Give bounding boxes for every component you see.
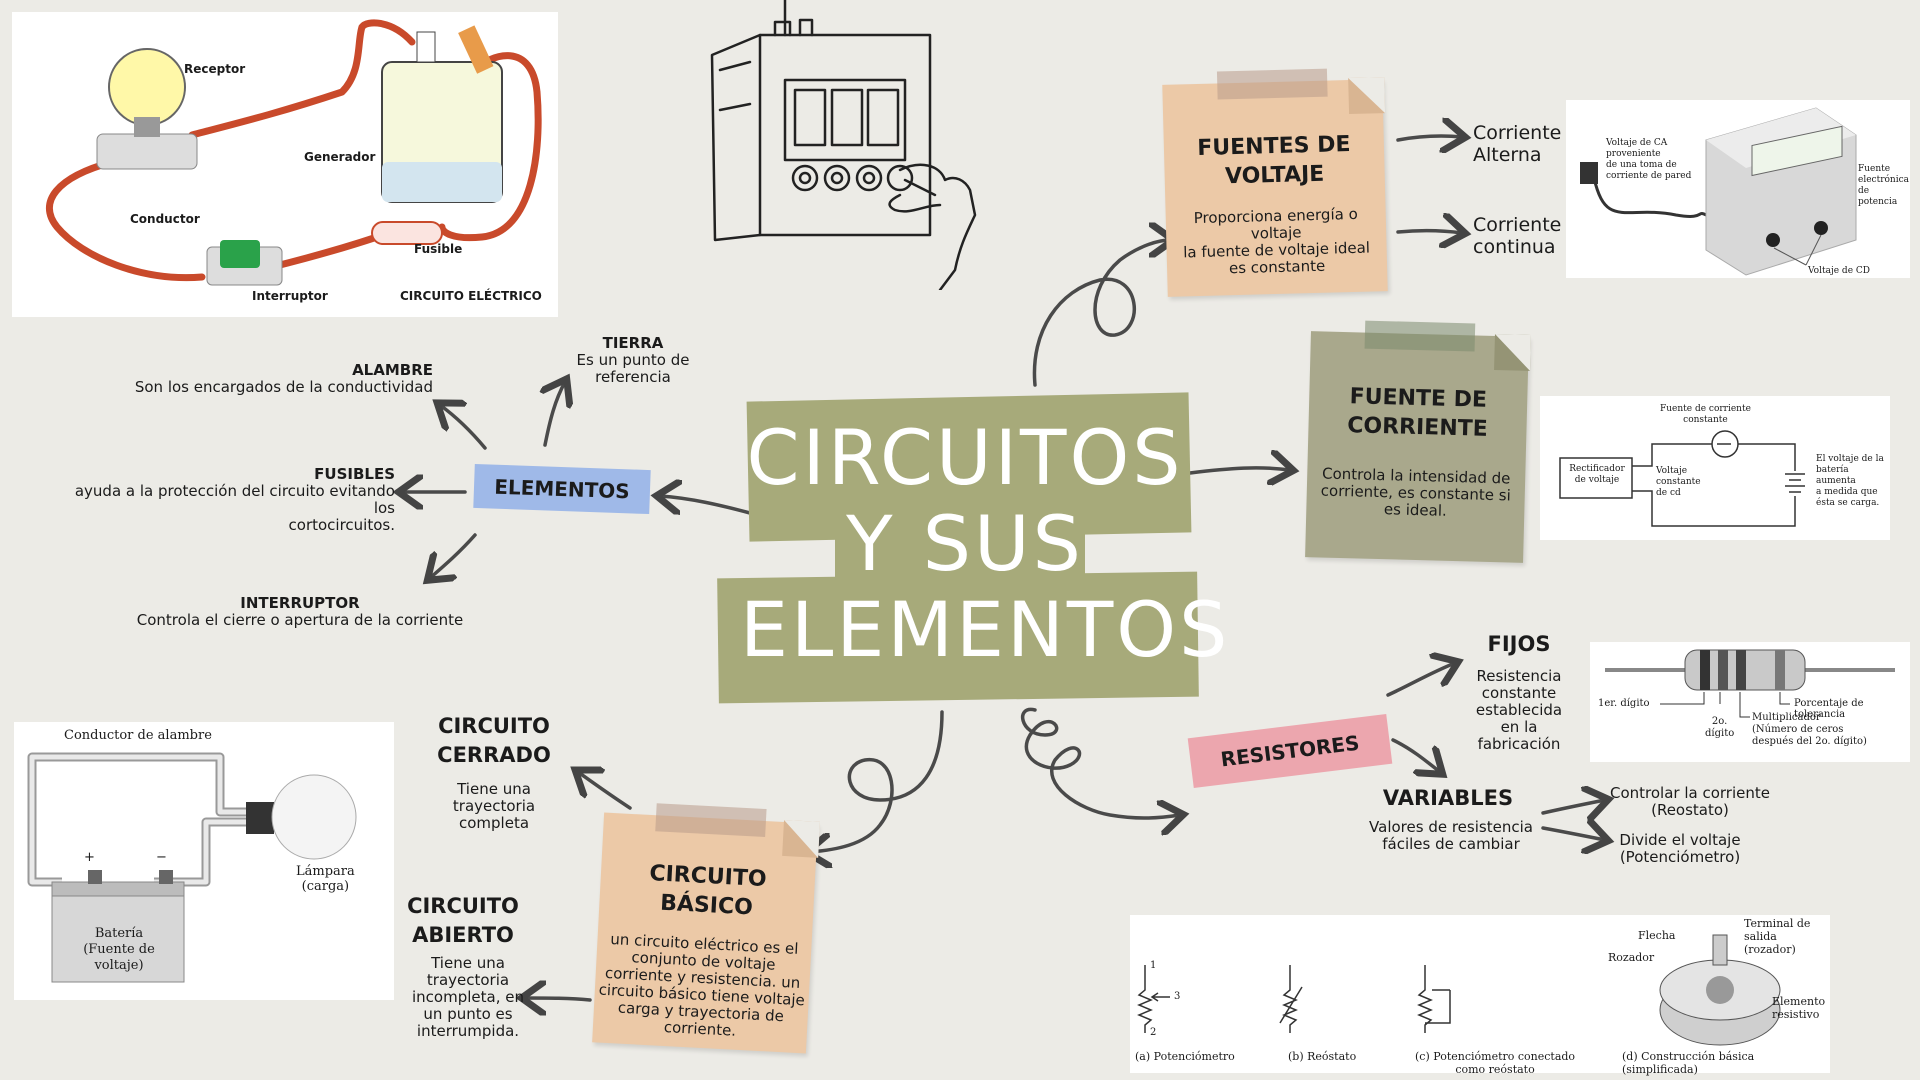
arrow-to-elementos	[660, 496, 752, 513]
battery-plus: +	[84, 850, 95, 865]
potenciometro-desc: Divide el voltaje(Potenciómetro)	[1619, 831, 1741, 866]
resistor-color-bands-illustration: 1er. dígito 2o.dígito Multiplicador(Núme…	[1590, 642, 1910, 762]
title-line-2: Y SUS	[846, 499, 1084, 588]
power-bottom-caption: Voltaje de CD	[1808, 266, 1870, 276]
battery-lamp-circuit-illustration: Conductor de alambre Lámpara(carga) Bate…	[14, 722, 394, 1000]
label-interruptor: Interruptor	[252, 289, 328, 303]
pot-terminal-3: 3	[1174, 991, 1181, 1002]
caption-circuito-electrico: CIRCUITO ELÉCTRICO	[400, 289, 542, 303]
arrow-to-basic	[810, 710, 944, 852]
label-terminal: Terminal de salida (rozador)	[1744, 917, 1811, 956]
title-line-1: CIRCUITOS	[746, 413, 1184, 502]
title-line-3: ELEMENTOS	[740, 585, 1231, 674]
fuse-box-illustration	[710, 0, 977, 290]
second-digit-label: 2o.dígito	[1705, 716, 1735, 739]
variable-resistors-illustration: (a) Potenciómetro (b) Reóstato (c) Poten…	[1130, 915, 1830, 1076]
label-elemento-resistivo: Elemento resistivo	[1772, 995, 1826, 1021]
variables-title: VARIABLES	[1382, 786, 1514, 810]
reostato-desc: Controlar la corriente(Reostato)	[1610, 784, 1770, 819]
label-flecha: Flecha	[1638, 929, 1676, 942]
arrow-to-resistores	[1020, 707, 1180, 818]
voltage-note-title: FUENTES DE VOLTAJE	[1197, 132, 1351, 190]
voltage-sources-note: FUENTES DE VOLTAJE Proporciona energía o…	[1162, 68, 1388, 297]
fijos-title: FIJOS	[1487, 632, 1551, 656]
tolerance-label: Porcentaje de tolerancia	[1794, 698, 1864, 720]
caption-a: (a) Potenciómetro	[1135, 1050, 1235, 1063]
arrow-to-current	[1188, 468, 1290, 473]
battery-minus: −	[156, 850, 167, 865]
arrow-to-voltage	[1032, 240, 1170, 387]
first-digit-label: 1er. dígito	[1598, 698, 1650, 709]
lamp-caption: Lámpara(carga)	[296, 864, 355, 894]
caption-d: (d) Construcción básica (simplificada)	[1622, 1050, 1755, 1076]
label-receptor: Receptor	[184, 62, 246, 76]
current-source-note: FUENTE DE CORRIENTE Controla la intensid…	[1305, 320, 1531, 563]
current-note-title: FUENTE DE CORRIENTE	[1347, 384, 1489, 442]
label-rozador: Rozador	[1608, 951, 1655, 964]
main-title-block: CIRCUITOS Y SUS ELEMENTOS	[717, 392, 1231, 715]
circuit-illustration: Receptor Generador Conductor Fusible Int…	[12, 12, 558, 317]
pot-terminal-2: 2	[1150, 1027, 1157, 1038]
label-fusible: Fusible	[414, 242, 463, 256]
conductor-wire-caption: Conductor de alambre	[64, 728, 212, 743]
elementos-tag: ELEMENTOS	[473, 463, 651, 515]
label-generador: Generador	[304, 150, 376, 164]
label-conductor: Conductor	[130, 212, 200, 226]
pot-terminal-1: 1	[1150, 960, 1157, 971]
caption-b: (b) Reóstato	[1288, 1050, 1357, 1063]
